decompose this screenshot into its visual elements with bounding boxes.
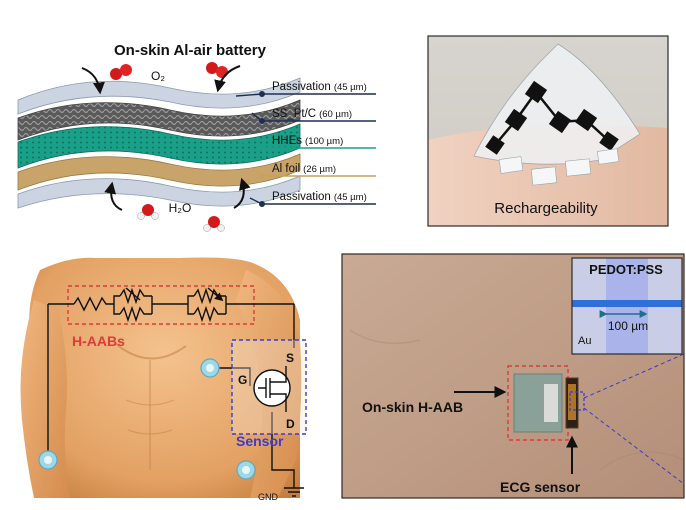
ecg-sensor-label: ECG sensor	[500, 479, 581, 495]
layer-callout-label: Al foil(26 µm)	[272, 163, 336, 175]
layer-name: Passivation	[272, 191, 331, 203]
transistor-gate-label: G	[238, 373, 247, 387]
o2-label: O₂	[151, 69, 165, 83]
circuit-wires	[47, 304, 295, 488]
recharge-panel-frame	[427, 35, 669, 227]
layer-callout-dot	[259, 145, 265, 151]
ecg-panel-frame	[341, 253, 685, 499]
torso-illustration	[29, 257, 300, 498]
h2o-molecule-icon	[137, 204, 159, 220]
skin-electrode-icon	[200, 358, 220, 378]
battery-title: On-skin Al-air battery	[114, 42, 267, 59]
o2-inflow-arrow-left	[81, 67, 105, 95]
device-label: On-skin H-AAB	[362, 399, 463, 415]
layer-name: Al foil	[272, 163, 300, 175]
layer-callout-label: Passivation(45 µm)	[272, 191, 367, 203]
micrograph-inset: PEDOT:PSS 100 µm Au	[571, 257, 683, 355]
h2o-label: H₂O	[169, 201, 192, 215]
device-highlight-box	[507, 365, 569, 441]
inset-scale-label: 100 µm	[608, 319, 648, 333]
layer-callout-label: Passivation(45 µm)	[272, 81, 367, 93]
layer-callout-label: SS_Pt/C(60 µm)	[272, 108, 352, 120]
ground-label: GND	[258, 492, 279, 502]
layer-passivation-top	[17, 77, 301, 115]
o2-molecule-icon	[110, 64, 132, 80]
skin-electrode-icon	[38, 450, 58, 470]
layer-thickness: (60 µm)	[319, 109, 352, 120]
battery-group-label: H-AABs	[72, 333, 125, 349]
layer-thickness: (45 µm)	[334, 82, 367, 93]
h2o-outflow-arrow-left	[104, 181, 123, 211]
o2-inflow-arrow-right	[214, 65, 241, 93]
inset-metal-label: Au	[578, 335, 591, 347]
resistor-network	[48, 287, 294, 323]
sensor-group-label: Sensor	[236, 433, 284, 449]
inset-title: PEDOT:PSS	[589, 262, 663, 277]
layer-callout-dot	[259, 173, 265, 179]
transistor-source-label: S	[286, 351, 294, 365]
transistor-symbol	[253, 366, 291, 412]
flexible-film	[473, 43, 641, 165]
left-arm-illustration	[20, 300, 70, 498]
battery-group-box	[67, 285, 255, 325]
transistor-drain-label: D	[286, 417, 295, 431]
layer-thickness: (100 µm)	[305, 136, 343, 147]
layer-thickness: (45 µm)	[334, 192, 367, 203]
ground-icon	[284, 487, 304, 497]
layer-name: SS_Pt/C	[272, 108, 316, 120]
skin-electrode-icon	[236, 460, 256, 480]
sensor-highlight-box	[569, 391, 585, 411]
circuit-panel: H-AABs S G D Sensor	[20, 257, 307, 502]
layer-name: HHEs	[272, 135, 302, 147]
layer-callout-dot	[259, 201, 265, 207]
layer-al-foil	[17, 153, 301, 191]
layer-thickness: (26 µm)	[303, 164, 336, 175]
recharge-photo-panel: Rechargeability	[427, 35, 669, 227]
ecg-photo-panel: On-skin H-AAB ECG sensor PEDOT:PSS 100 µ…	[341, 253, 685, 499]
layer-callout-dot	[259, 91, 265, 97]
layer-callout-dot	[259, 118, 265, 124]
layer-callout-label: HHEs(100 µm)	[272, 135, 343, 147]
battery-cells-on-skin	[498, 148, 620, 186]
layer-ss-ptc	[17, 99, 301, 141]
h2o-molecule-icon	[203, 216, 225, 232]
recharge-caption: Rechargeability	[494, 200, 598, 217]
electrode-pattern	[485, 80, 619, 155]
battery-stack-panel: On-skin Al-air battery O₂ H₂O P	[17, 42, 376, 232]
h2o-outflow-arrow-right	[233, 177, 251, 209]
layer-name: Passivation	[272, 81, 331, 93]
